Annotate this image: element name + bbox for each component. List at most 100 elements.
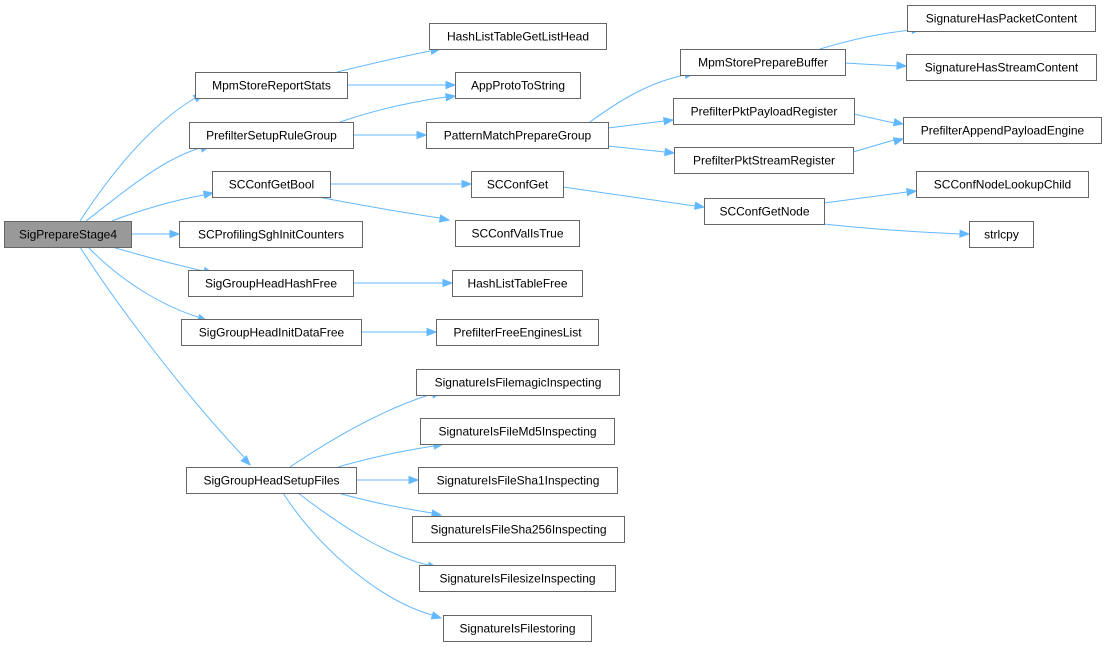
node-box[interactable] [471,171,564,198]
node-box[interactable] [419,565,616,592]
edge-line [852,139,895,153]
node-signature-is-filesize-inspecting[interactable]: SignatureIsFilesizeInspecting [419,565,616,592]
node-box[interactable] [452,270,583,297]
node-label: SignatureIsFileMd5Inspecting [438,425,596,439]
node-scconf-get-node[interactable]: SCConfGetNode [704,198,825,225]
node-prefilter-free-engines-list[interactable]: PrefilterFreeEnginesList [436,319,599,346]
edge-n0-n3 [111,190,215,222]
edge-arrowhead [445,93,457,102]
node-mpm-store-report-stats[interactable]: MpmStoreReportStats [195,72,348,99]
edge-arrowhead [892,137,905,146]
node-label: SignatureHasStreamContent [925,61,1079,75]
node-box[interactable] [916,171,1089,198]
node-box[interactable] [179,221,363,248]
node-box[interactable] [903,117,1102,144]
node-box[interactable] [704,198,825,225]
node-label: PrefilterSetupRuleGroup [206,129,337,143]
node-prefilter-pkt-payload-register[interactable]: PrefilterPktPayloadRegister [673,98,855,125]
edge-n10-n23 [607,145,676,157]
node-box[interactable] [212,171,331,198]
node-box[interactable] [426,122,609,149]
node-label: SigGroupHeadSetupFiles [203,474,339,488]
node-scprofiling-sgh-init-counters[interactable]: SCProfilingSghInitCounters [179,221,363,248]
node-signature-has-packet-content[interactable]: SignatureHasPacketContent [907,5,1096,32]
node-label: SignatureIsFileSha1Inspecting [437,474,600,488]
node-mpm-store-prepare-buffer[interactable]: MpmStorePrepareBuffer [680,49,846,76]
edge-line [813,222,961,235]
node-box[interactable] [436,319,599,346]
node-box[interactable] [412,516,625,543]
node-sig-group-head-init-data-free[interactable]: SigGroupHeadInitDataFree [181,319,362,346]
edge-line [819,29,913,50]
node-box[interactable] [188,270,354,297]
edge-n0-n1 [79,93,205,222]
node-sig-group-head-hash-free[interactable]: SigGroupHeadHashFree [188,270,354,297]
edge-n23-n27 [852,137,905,153]
node-box[interactable] [455,72,581,99]
node-box[interactable] [907,5,1096,32]
edge-n1-n9 [347,80,457,90]
node-box[interactable] [680,49,846,76]
edge-arrowhead [430,611,443,620]
node-app-proto-to-string[interactable]: AppProtoToString [455,72,581,99]
node-label: SCConfGetBool [229,178,314,192]
node-box[interactable] [416,369,620,396]
node-label: PatternMatchPrepareGroup [444,129,592,143]
node-signature-is-file-md5-inspecting[interactable]: SignatureIsFileMd5Inspecting [420,418,615,445]
node-sig-prepare-stage4[interactable]: SigPrepareStage4 [4,221,132,248]
node-sig-group-head-setup-files[interactable]: SigGroupHeadSetupFiles [186,467,357,494]
edge-n7-n16 [337,441,445,468]
node-hash-list-table-get-list-head[interactable]: HashListTableGetListHead [429,23,607,50]
edge-line [79,246,245,458]
node-prefilter-append-payload-engine[interactable]: PrefilterAppendPayloadEngine [903,117,1102,144]
node-signature-has-stream-content[interactable]: SignatureHasStreamContent [906,54,1097,81]
edge-line [289,393,433,468]
edge-arrowhead [664,147,676,157]
node-box[interactable] [4,221,132,248]
node-box[interactable] [443,615,592,642]
edge-n3-n12 [317,196,451,223]
node-box[interactable] [181,319,362,346]
node-signature-is-file-sha1-inspecting[interactable]: SignatureIsFileSha1Inspecting [418,467,618,494]
node-box[interactable] [429,23,607,50]
node-strlcpy[interactable]: strlcpy [969,221,1034,248]
node-box[interactable] [674,147,854,174]
node-scconf-get[interactable]: SCConfGet [471,171,564,198]
node-label: SignatureHasPacketContent [926,12,1078,26]
edge-arrowhead [438,214,451,223]
node-signature-is-filemagic-inspecting[interactable]: SignatureIsFilemagicInspecting [416,369,620,396]
node-scconf-node-lookup-child[interactable]: SCConfNodeLookupChild [916,171,1089,198]
edge-n5-n13 [353,278,454,288]
edge-line [337,445,435,468]
node-signature-is-filestoring[interactable]: SignatureIsFilestoring [443,615,592,642]
node-label: SCConfGet [487,178,549,192]
edge-n7-n20 [282,492,443,620]
edge-line [844,62,898,67]
edge-arrowhead [169,229,181,239]
call-graph-edges [79,25,971,620]
edge-line [111,194,205,222]
edge-n21-n25 [819,25,923,50]
node-prefilter-pkt-stream-register[interactable]: PrefilterPktStreamRegister [674,147,854,174]
node-hash-list-table-free[interactable]: HashListTableFree [452,270,583,297]
node-box[interactable] [455,220,580,247]
node-box[interactable] [195,72,348,99]
node-scconf-val-is-true[interactable]: SCConfValIsTrue [455,220,580,247]
edge-n2-n9 [339,93,457,123]
node-box[interactable] [418,467,618,494]
edge-line [87,246,199,318]
node-box[interactable] [420,418,615,445]
edge-line [589,74,686,123]
node-signature-is-file-sha256-inspecting[interactable]: SignatureIsFileSha256Inspecting [412,516,625,543]
node-scconf-get-bool[interactable]: SCConfGetBool [212,171,331,198]
node-label: MpmStorePrepareBuffer [698,56,828,70]
node-pattern-match-prepare-group[interactable]: PatternMatchPrepareGroup [426,122,609,149]
node-box[interactable] [673,98,855,125]
node-prefilter-setup-rule-group[interactable]: PrefilterSetupRuleGroup [189,122,354,149]
node-box[interactable] [189,122,354,149]
node-box[interactable] [186,467,357,494]
edge-arrowhead [906,188,918,197]
node-box[interactable] [906,54,1097,81]
call-graph-nodes: SigPrepareStage4 MpmStoreReportStatsPrefi… [4,5,1102,642]
node-box[interactable] [969,221,1034,248]
